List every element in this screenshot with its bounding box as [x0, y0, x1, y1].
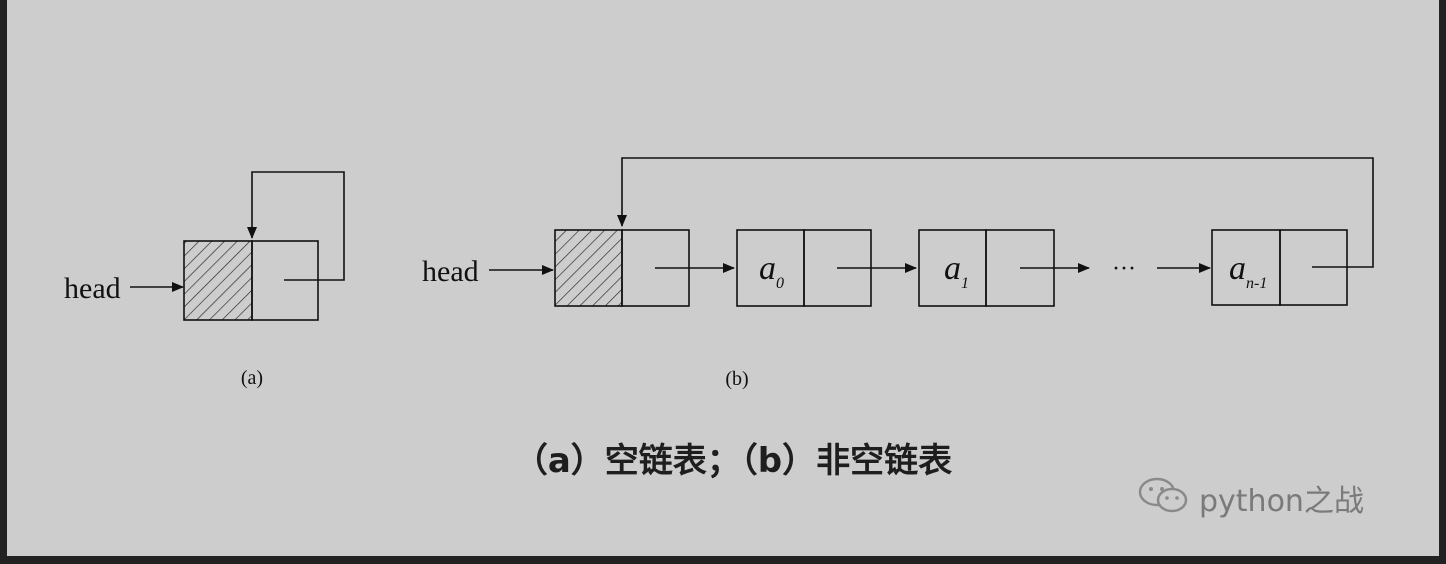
caption-a: (a) [241, 367, 263, 389]
node-an1-subscript: n-1 [1246, 275, 1267, 292]
diagram-a: head (a) [64, 171, 345, 389]
linked-list-diagram: head (a) head a0 a1 ··· [64, 157, 1374, 481]
watermark-text: python之战 [1199, 484, 1364, 519]
head-label-a: head [64, 272, 121, 305]
self-loop-arrow-a [247, 171, 345, 281]
wechat-icon [1135, 474, 1193, 522]
figure-panel: head (a) head a0 a1 ··· [7, 0, 1439, 556]
circular-return-arrow-b [617, 157, 1374, 268]
node-a1-label: a1 [944, 250, 969, 292]
diagram-b: head a0 a1 ··· an-1 (b) [422, 157, 1374, 390]
node-an1-symbol: a [1229, 250, 1246, 287]
node-a1-subscript: 1 [961, 275, 969, 292]
node-an1-data-cell [1211, 229, 1281, 306]
caption-b: (b) [725, 368, 748, 390]
node-a0-label: a0 [759, 250, 784, 292]
ellipsis: ··· [1112, 256, 1136, 282]
head-node-data-cell-a [183, 240, 253, 321]
node-a1-symbol: a [944, 250, 961, 287]
watermark: python之战 [1135, 474, 1364, 522]
head-label-b: head [422, 255, 479, 288]
node-a0-subscript: 0 [776, 275, 784, 292]
node-a0-symbol: a [759, 250, 776, 287]
head-node-data-cell-b [554, 229, 623, 307]
node-an1-label: an-1 [1229, 250, 1267, 292]
figure-caption: （a）空链表；（b）非空链表 [514, 441, 952, 481]
